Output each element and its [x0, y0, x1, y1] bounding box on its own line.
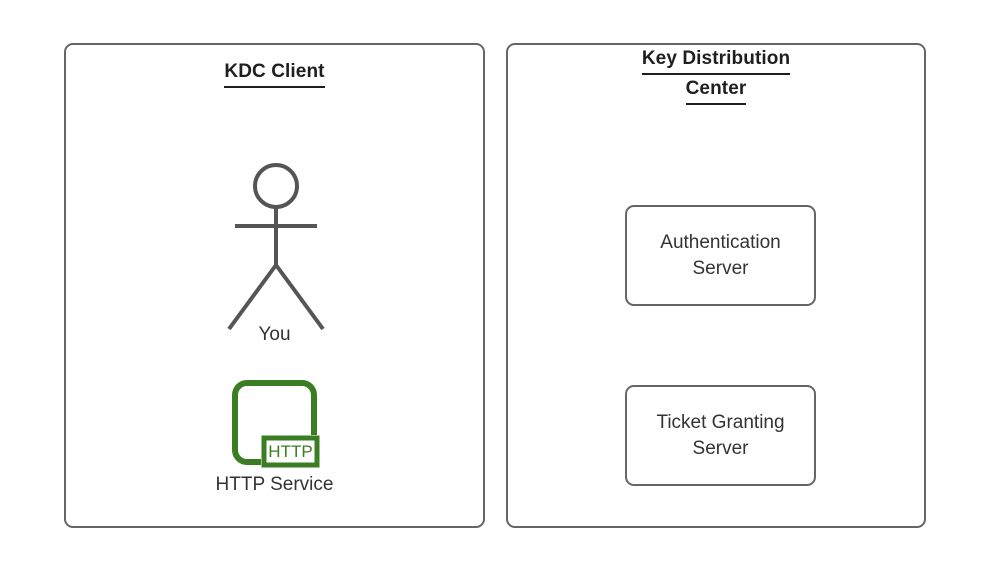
key-distribution-center-title: Key Distribution Center [506, 45, 926, 105]
stick-figure-icon [196, 155, 356, 335]
authentication-server-box: Authentication Server [625, 205, 816, 306]
kdc-title-line-1: Key Distribution [641, 45, 791, 75]
actor-label-text: You [258, 324, 291, 345]
http-service-label: HTTP Service [64, 473, 485, 497]
http-service-label-text: HTTP Service [215, 474, 334, 495]
kdc-client-title: KDC Client [64, 58, 485, 88]
authentication-server-label: Authentication Server [660, 231, 781, 279]
actor-label: You [64, 323, 485, 347]
ticket-granting-server-box: Ticket Granting Server [625, 385, 816, 486]
http-badge-text: HTTP [268, 442, 312, 461]
ticket-granting-server-label: Ticket Granting Server [656, 411, 785, 459]
kdc-client-title-text: KDC Client [224, 58, 325, 88]
http-service-icon: HTTP [228, 378, 324, 470]
kdc-title-line-2: Center [685, 75, 747, 105]
